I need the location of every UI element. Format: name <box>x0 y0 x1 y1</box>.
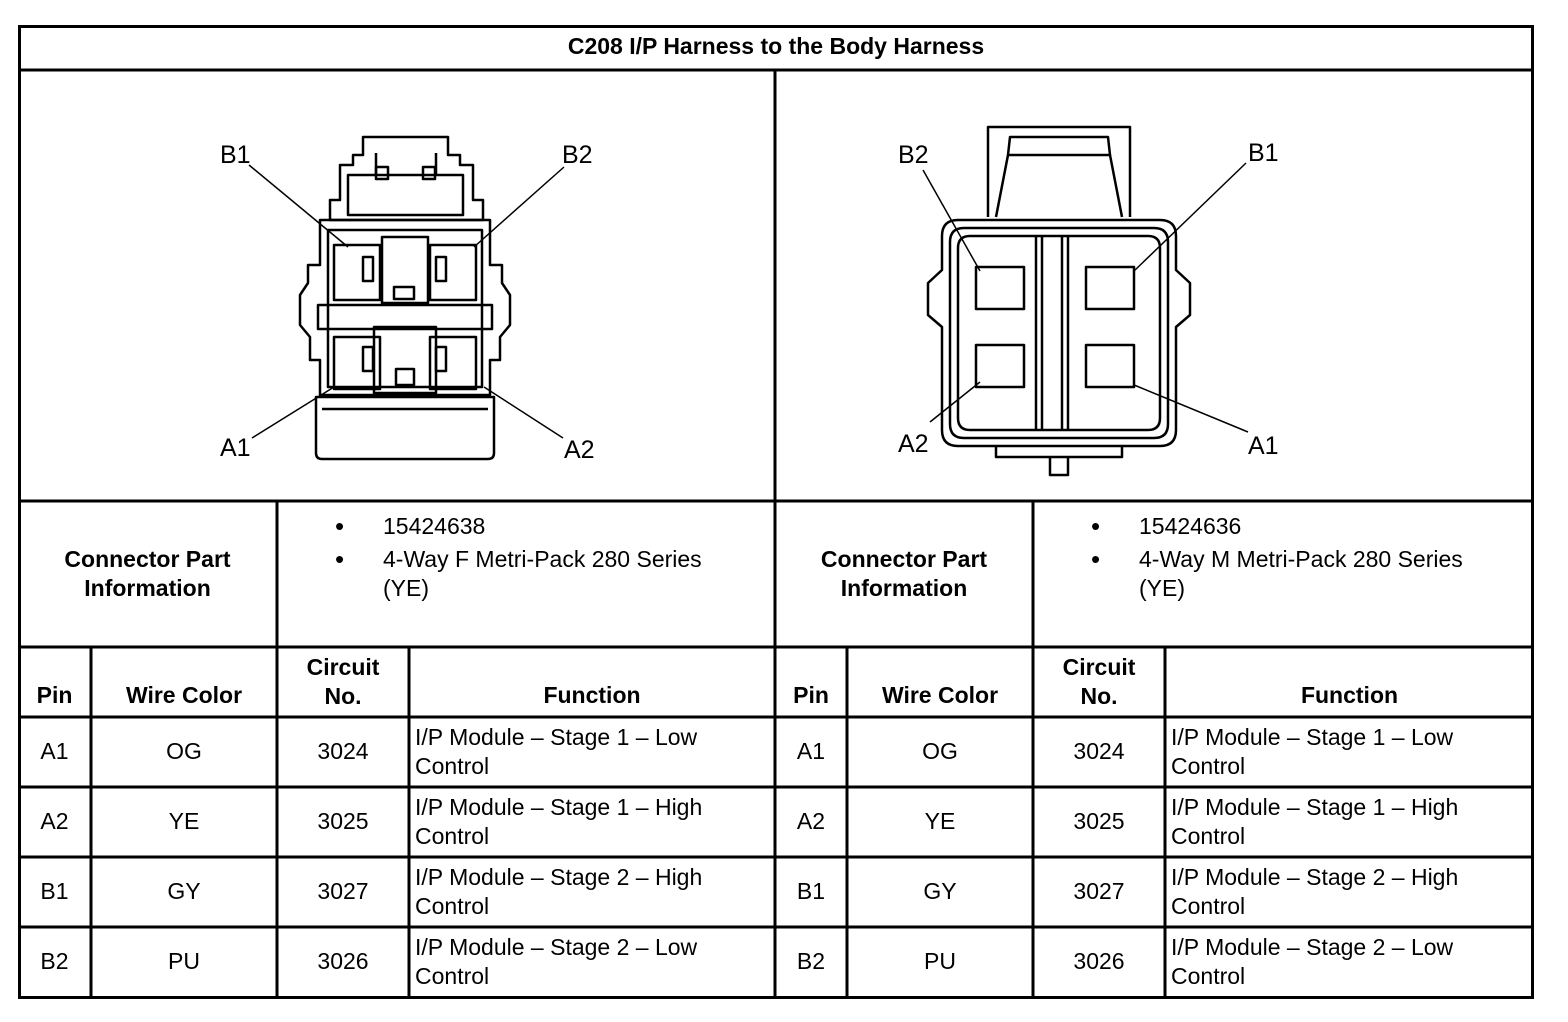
female-pin-label-a2: A2 <box>564 436 595 464</box>
cell-wire-color: PU <box>168 948 200 974</box>
cell-circuit: 3025 <box>317 808 369 834</box>
cell-pin: A1 <box>796 738 826 764</box>
female-pin-label-a1: A1 <box>220 434 251 462</box>
cell-circuit: 3025 <box>1073 808 1125 834</box>
cell-pin: A2 <box>40 808 69 834</box>
cell-circuit: 3027 <box>317 878 369 904</box>
header-pin-right: Pin <box>793 682 829 708</box>
cell-wire-color: OG <box>166 738 202 764</box>
cell-circuit: 3026 <box>1073 948 1125 974</box>
header-circuit-right: Circuit No. <box>1062 654 1136 709</box>
part-info-header-left: Connector Part Information <box>64 546 231 601</box>
cell-circuit: 3024 <box>317 738 369 764</box>
female-pin-label-b2: B2 <box>562 141 593 169</box>
connector-end-view-table: C208 I/P Harness to the Body Harness B1 … <box>18 25 1534 999</box>
cell-wire-color: GY <box>923 878 957 904</box>
header-wire-color-right: Wire Color <box>881 682 999 708</box>
cell-circuit: 3026 <box>317 948 369 974</box>
female-connector-drawing <box>298 135 512 461</box>
cell-circuit: 3027 <box>1073 878 1125 904</box>
cell-pin: A1 <box>40 738 69 764</box>
male-pin-label-b2: B2 <box>898 141 929 169</box>
cell-pin: B2 <box>796 948 826 974</box>
header-function-right: Function <box>1300 682 1399 708</box>
header-circuit-left: Circuit No. <box>306 654 380 709</box>
cell-circuit: 3024 <box>1073 738 1125 764</box>
cell-wire-color: GY <box>167 878 201 904</box>
cell-wire-color: OG <box>922 738 958 764</box>
cell-pin: A2 <box>796 808 826 834</box>
male-leader-lines <box>922 162 1249 433</box>
page-title: C208 I/P Harness to the Body Harness <box>567 33 985 59</box>
header-pin-left: Pin <box>36 682 73 708</box>
cell-pin: B2 <box>40 948 69 974</box>
male-pin-label-b1: B1 <box>1248 139 1279 167</box>
male-pin-label-a1: A1 <box>1248 432 1279 460</box>
header-function-left: Function <box>543 682 641 708</box>
female-pin-label-b1: B1 <box>220 141 251 169</box>
male-pin-label-a2: A2 <box>898 430 929 458</box>
cell-wire-color: PU <box>924 948 956 974</box>
female-leader-lines <box>248 164 565 439</box>
cell-pin: B1 <box>796 878 826 904</box>
male-connector-drawing <box>926 125 1192 477</box>
cell-pin: B1 <box>40 878 69 904</box>
part-info-header-right: Connector Part Information <box>820 546 988 601</box>
cell-wire-color: YE <box>924 808 956 834</box>
cell-wire-color: YE <box>168 808 200 834</box>
table-grid <box>18 25 1534 999</box>
header-wire-color-left: Wire Color <box>125 682 243 708</box>
